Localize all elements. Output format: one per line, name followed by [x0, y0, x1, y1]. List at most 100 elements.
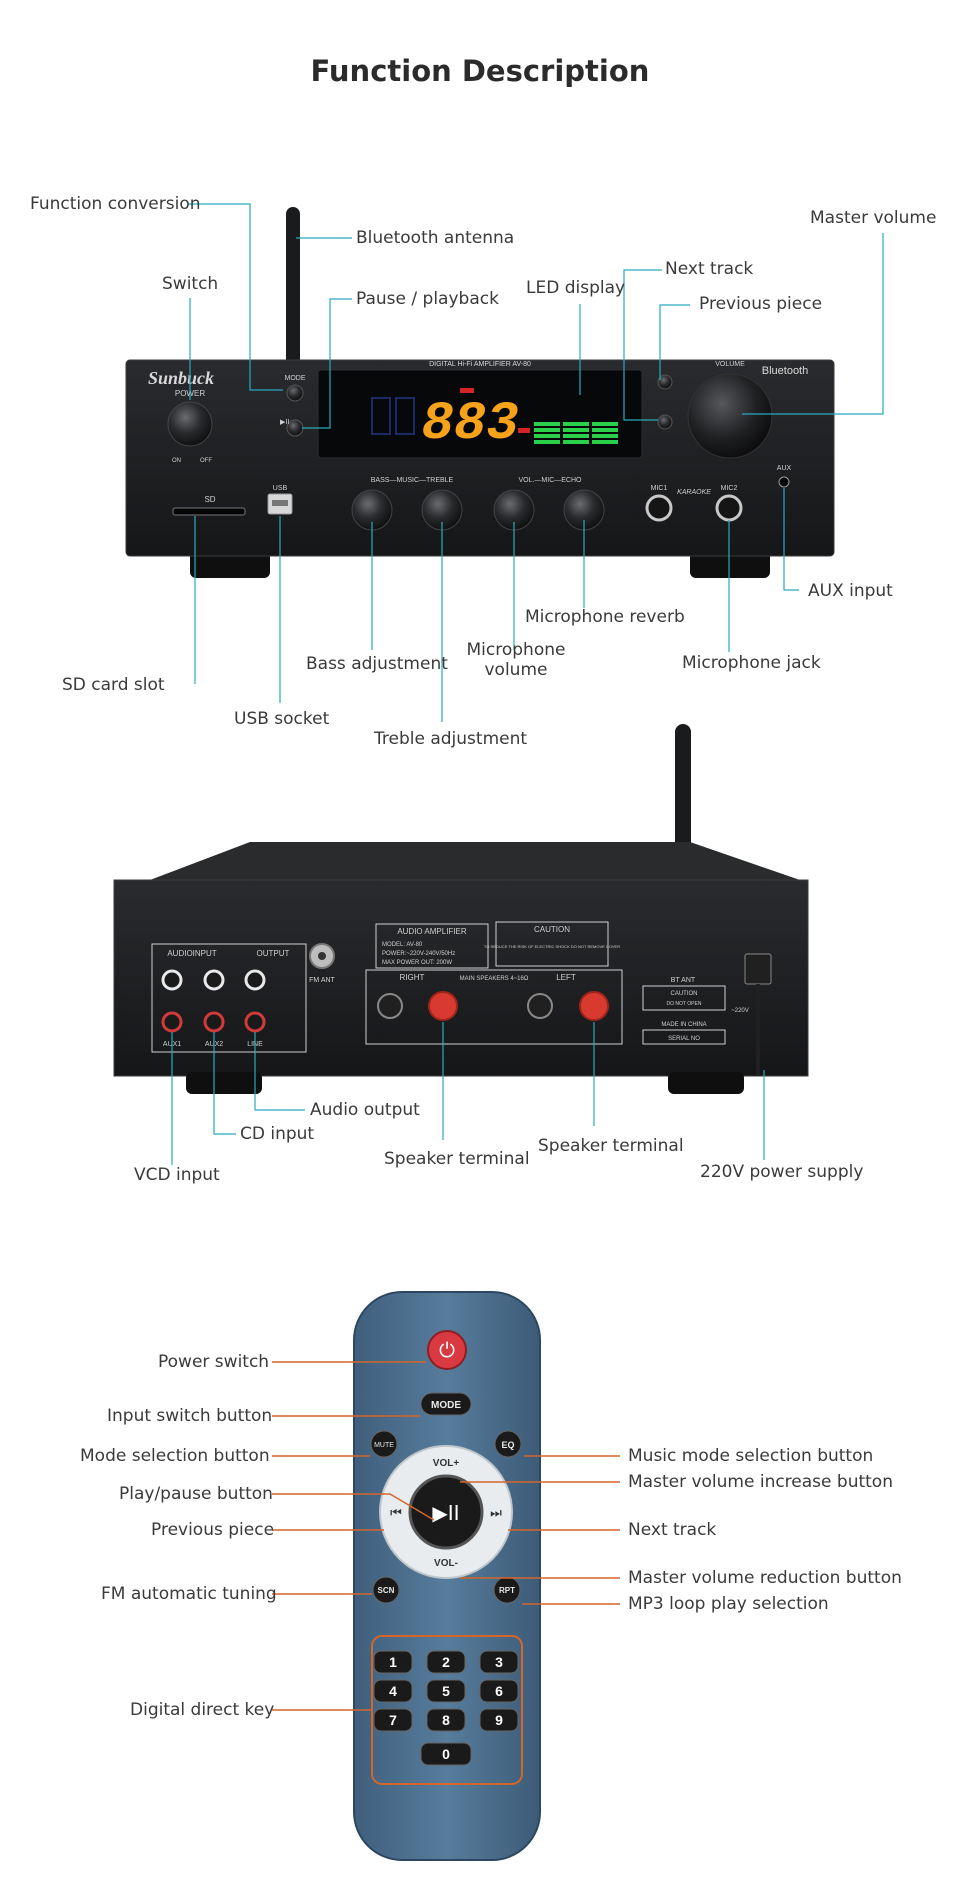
- remote-mode-label: MODE: [431, 1400, 461, 1411]
- label-speaker-terminal-left: Speaker terminal: [538, 1136, 684, 1156]
- digit-key-8[interactable]: [426, 1708, 466, 1732]
- digit-key-label-7: 7: [389, 1712, 397, 1728]
- front-callout-lines: [188, 203, 884, 722]
- audio-amplifier-label: [375, 923, 489, 969]
- left-caption: LEFT: [556, 973, 576, 982]
- tone-group-caption: BASS—MUSIC—TREBLE: [371, 477, 454, 484]
- label-previous-piece-front: Previous piece: [699, 294, 823, 314]
- fm-antenna-socket-inner: [318, 952, 326, 960]
- off-caption: OFF: [200, 458, 212, 464]
- led-indicator-red-2: [518, 428, 530, 433]
- power-rating-text: POWER:~220V-240V/50Hz: [382, 951, 455, 957]
- audio-input-caption: AUDIOINPUT: [167, 949, 216, 958]
- label-cd-input: CD input: [240, 1124, 315, 1144]
- power-knob[interactable]: [167, 401, 213, 447]
- caution-label-side: [642, 985, 726, 1011]
- digit-key-label-8: 8: [442, 1712, 450, 1728]
- digit-key-1[interactable]: [373, 1650, 413, 1674]
- label-sd-card-slot: SD card slot: [62, 675, 165, 695]
- rear-chassis: [113, 879, 809, 1077]
- label-next-track: Next track: [665, 259, 754, 279]
- label-usb-socket: USB socket: [234, 709, 330, 729]
- remote-mute-button[interactable]: [370, 1430, 398, 1458]
- digit-key-9[interactable]: [479, 1708, 519, 1732]
- label-led-display: LED display: [526, 278, 626, 298]
- play-pause-glyph: ▶II: [280, 418, 290, 426]
- digit-key-4[interactable]: [373, 1679, 413, 1703]
- caution-label-top: [495, 921, 609, 967]
- label-switch: Switch: [162, 274, 219, 294]
- digit-key-2[interactable]: [426, 1650, 466, 1674]
- mic-group-caption: VOL.—MIC—ECHO: [518, 477, 582, 484]
- remote-prev-button[interactable]: ⏮: [390, 1506, 402, 1521]
- remote-vol-down-button[interactable]: VOL-: [434, 1558, 458, 1569]
- label-speaker-terminal-right: Speaker terminal: [384, 1149, 530, 1169]
- right-black-terminal[interactable]: [377, 993, 403, 1019]
- fm-ant-caption: FM ANT: [309, 977, 335, 984]
- bluetooth-antenna: [286, 207, 300, 367]
- aux-jack[interactable]: [778, 476, 790, 488]
- model-text: MODEL: AV-80: [382, 942, 423, 948]
- label-master-volume-reduction: Master volume reduction button: [628, 1568, 902, 1588]
- remote-rpt-button[interactable]: [493, 1576, 521, 1604]
- label-mode-selection-button: Mode selection button: [80, 1446, 270, 1466]
- label-power-switch: Power switch: [158, 1352, 270, 1372]
- led-display: 883: [421, 394, 518, 455]
- model-line: DIGITAL Hi-Fi AMPLIFIER AV-80: [429, 361, 531, 368]
- next-button[interactable]: [657, 414, 673, 430]
- remote-play-pause-button[interactable]: [408, 1474, 484, 1550]
- digit-key-3[interactable]: [479, 1650, 519, 1674]
- bt-ant-caption: BT ANT: [671, 977, 696, 984]
- remote-vol-up-button[interactable]: VOL+: [433, 1458, 460, 1469]
- on-caption: ON: [172, 458, 181, 464]
- led-indicator-red: [460, 388, 474, 393]
- digit-key-label-5: 5: [442, 1683, 450, 1699]
- mode-button[interactable]: [286, 384, 304, 402]
- remote-mode-button[interactable]: [420, 1392, 472, 1416]
- sd-caption: SD: [204, 495, 215, 504]
- rear-foot-left: [186, 1072, 262, 1094]
- previous-button[interactable]: [657, 374, 673, 390]
- left-black-terminal[interactable]: [527, 993, 553, 1019]
- digit-key-6[interactable]: [479, 1679, 519, 1703]
- label-vcd-input: VCD input: [134, 1165, 220, 1185]
- digit-key-0[interactable]: [420, 1742, 472, 1766]
- right-caption: RIGHT: [400, 973, 425, 982]
- output-caption: OUTPUT: [257, 949, 290, 958]
- usb-socket-inner: [272, 500, 288, 506]
- remote-power-button[interactable]: [427, 1330, 467, 1370]
- label-power-supply: 220V power supply: [700, 1162, 864, 1182]
- caution-top-title: CAUTION: [534, 925, 570, 934]
- label-function-conversion: Function conversion: [30, 194, 201, 214]
- mic1-jack[interactable]: [645, 494, 673, 522]
- karaoke-caption: KARAOKE: [677, 489, 711, 496]
- remote-eq-button[interactable]: [494, 1430, 522, 1458]
- rear-callout-lines: [171, 1022, 765, 1165]
- digit-key-label-1: 1: [389, 1654, 397, 1670]
- mic2-caption: MIC2: [721, 485, 738, 492]
- usb-caption: USB: [273, 485, 288, 492]
- label-fm-automatic-tuning: FM automatic tuning: [101, 1584, 277, 1604]
- sd-card-slot[interactable]: [172, 507, 246, 516]
- remote-mute-label: MUTE: [374, 1442, 394, 1449]
- power-icon: ⏻: [439, 1338, 455, 1362]
- label-previous-piece-remote: Previous piece: [151, 1520, 275, 1540]
- rca-panel: [151, 943, 307, 1053]
- remote-next-button[interactable]: ⏭: [490, 1506, 502, 1521]
- right-red-terminal[interactable]: [428, 991, 458, 1021]
- rca-red-jacks: [161, 1011, 266, 1033]
- label-master-volume-increase: Master volume increase button: [628, 1472, 893, 1492]
- label-audio-output: Audio output: [310, 1100, 420, 1120]
- digit-key-label-3: 3: [495, 1654, 503, 1670]
- digit-key-7[interactable]: [373, 1708, 413, 1732]
- rear-top-lid: [150, 842, 800, 880]
- label-treble-adjustment: Treble adjustment: [374, 729, 528, 749]
- voltage-text: ~220V: [731, 1008, 749, 1014]
- master-volume-knob[interactable]: [687, 373, 773, 459]
- left-red-terminal[interactable]: [579, 991, 609, 1021]
- remote-scn-button[interactable]: [372, 1576, 400, 1604]
- digit-key-5[interactable]: [426, 1679, 466, 1703]
- rca-white-jacks: [161, 969, 266, 991]
